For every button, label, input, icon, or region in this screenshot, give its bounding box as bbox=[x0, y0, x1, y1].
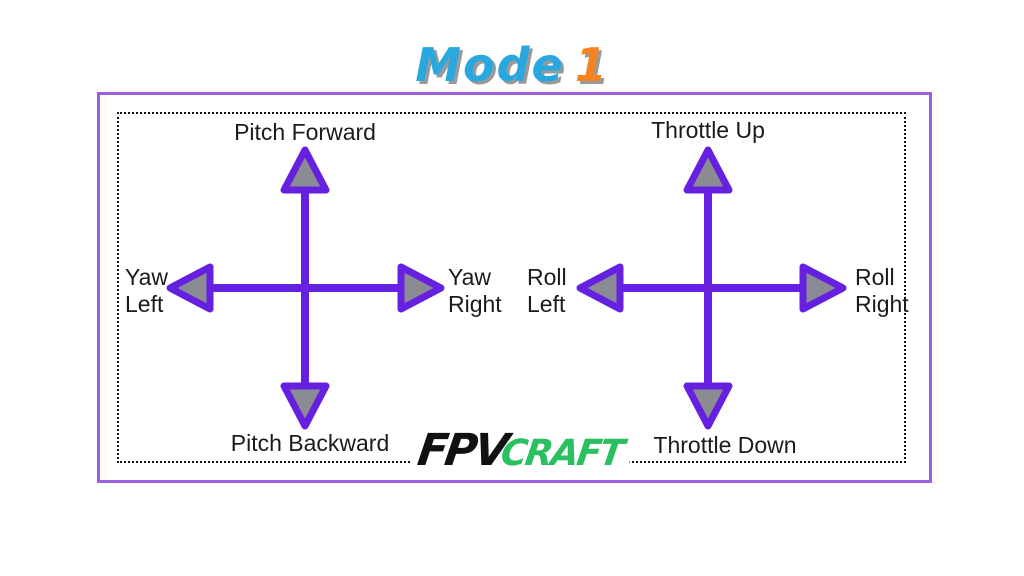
fpvcraft-logo-fpv: FPV bbox=[414, 425, 510, 476]
right-stick-left-arrowhead bbox=[576, 263, 624, 313]
fpvcraft-logo: FPVCRAFT bbox=[407, 423, 635, 480]
left-stick-down-label: Pitch Backward bbox=[230, 430, 390, 456]
right-stick-right-arrowhead bbox=[799, 263, 847, 313]
left-stick-left-label-line1: Yaw bbox=[125, 264, 169, 290]
title-word: Mode bbox=[415, 38, 565, 92]
right-stick-up-arrowhead bbox=[683, 146, 733, 194]
left-stick-up-label: Pitch Forward bbox=[234, 119, 376, 145]
right-stick-left-label: Roll Left bbox=[527, 264, 567, 318]
right-stick-cross bbox=[576, 146, 847, 430]
fpvcraft-logo-craft: CRAFT bbox=[498, 433, 626, 474]
right-stick-down-arrowhead bbox=[683, 382, 733, 430]
left-stick-right-label-line1: Yaw bbox=[448, 264, 492, 290]
title-number: 1 bbox=[574, 38, 609, 92]
left-stick-right-label: Yaw Right bbox=[448, 264, 502, 318]
right-stick-right-label: Roll Right bbox=[855, 264, 909, 318]
right-stick-left-label-line2: Left bbox=[527, 291, 566, 317]
right-stick-up-label: Throttle Up bbox=[651, 117, 765, 143]
left-stick-left-arrowhead bbox=[166, 263, 214, 313]
left-stick-left-label: Yaw Left bbox=[125, 264, 168, 318]
right-stick-right-label-line1: Roll bbox=[855, 264, 895, 290]
left-stick-down-arrowhead bbox=[280, 382, 330, 430]
left-stick-up-arrowhead bbox=[280, 146, 330, 194]
right-stick-down-label: Throttle Down bbox=[653, 432, 797, 458]
right-stick-left-label-line1: Roll bbox=[527, 264, 567, 290]
left-stick-right-label-line2: Right bbox=[448, 291, 502, 317]
left-stick-right-arrowhead bbox=[397, 263, 445, 313]
right-stick-right-label-line2: Right bbox=[855, 291, 909, 317]
left-stick-cross bbox=[166, 146, 445, 430]
left-stick-left-label-line2: Left bbox=[125, 291, 164, 317]
